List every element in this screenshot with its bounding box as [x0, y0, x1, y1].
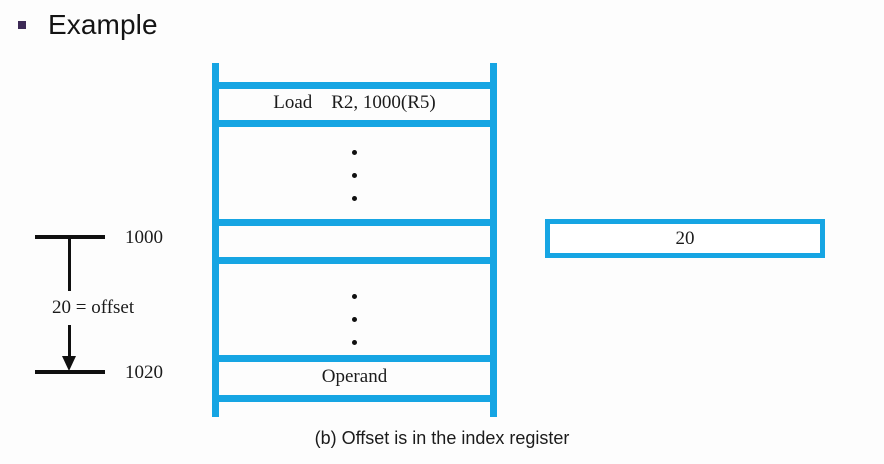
memory-divider: [212, 355, 497, 362]
ellipsis-dot: [352, 196, 357, 201]
memory-column-left-rail: [212, 63, 219, 417]
address-label-top: 1000: [125, 227, 163, 248]
ellipsis-dot: [352, 317, 357, 322]
ellipsis-dot: [352, 340, 357, 345]
offset-bottom-tick: [35, 370, 105, 374]
ellipsis-dot: [352, 150, 357, 155]
memory-divider: [212, 395, 497, 402]
memory-cell-ellipsis-lower: [219, 285, 490, 354]
offset-amount-label: 20 = offset: [52, 297, 135, 318]
offset-upper-stem: [68, 239, 71, 291]
memory-divider: [212, 219, 497, 226]
bullet-square-icon: [18, 21, 26, 29]
memory-cell-instruction: Load R2, 1000(R5): [273, 92, 436, 113]
figure-caption: (b) Offset is in the index register: [314, 428, 570, 448]
memory-column-right-rail: [490, 63, 497, 417]
memory-divider: [212, 82, 497, 89]
memory-divider: [212, 120, 497, 127]
ellipsis-dot: [352, 173, 357, 178]
address-label-bottom: 1020: [125, 362, 163, 383]
slide-heading-text: Example: [48, 9, 158, 40]
offset-top-tick: [35, 235, 105, 239]
memory-cell-ellipsis-upper: [219, 141, 490, 210]
memory-divider: [212, 257, 497, 264]
memory-column: Load R2, 1000(R5) Operand: [212, 63, 497, 417]
offset-annotation-group: 20 = offset 1000 1020: [0, 0, 212, 464]
slide-heading: Example: [18, 4, 158, 46]
index-register-value: 20: [675, 227, 695, 249]
memory-cell-operand: Operand: [321, 366, 388, 387]
index-register-box: 20: [545, 219, 825, 258]
ellipsis-dot: [352, 294, 357, 299]
down-arrow-icon: [62, 356, 76, 371]
offset-lower-stem: [68, 325, 71, 361]
